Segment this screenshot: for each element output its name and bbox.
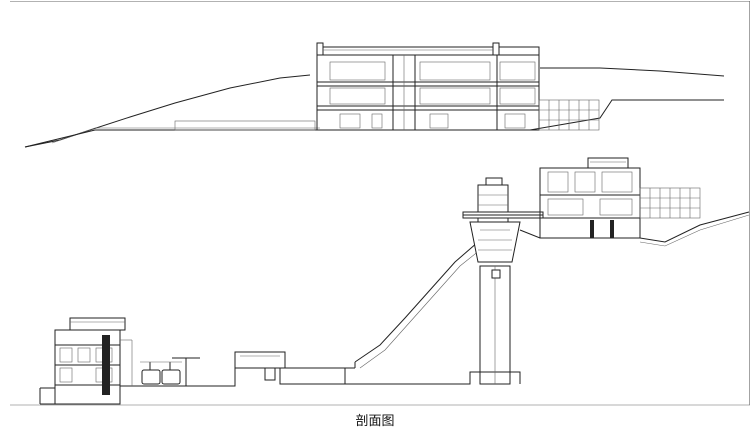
left-station-building: [54, 317, 133, 405]
upper-right-ground-line: [519, 211, 750, 243]
upper-terrain-line-right: [540, 67, 725, 77]
pylon: [172, 357, 200, 386]
upper-grid-screen: [538, 99, 600, 131]
upper-basement-box: [174, 120, 316, 131]
upper-building-outline: [316, 46, 540, 131]
cliff-slope-line: [354, 224, 491, 363]
figure-caption: 剖面图: [355, 414, 395, 429]
upper-section: [24, 42, 725, 148]
elevator-shaft: [479, 265, 511, 385]
lower-platform-building: [234, 351, 356, 384]
cliff-slope-inner: [359, 249, 481, 369]
cliff-top-building: [462, 157, 701, 263]
upper-terrain-lower: [51, 127, 320, 144]
lower-section: [39, 157, 750, 405]
funicular-cars: [140, 361, 182, 385]
upper-ground-line: [24, 99, 724, 148]
